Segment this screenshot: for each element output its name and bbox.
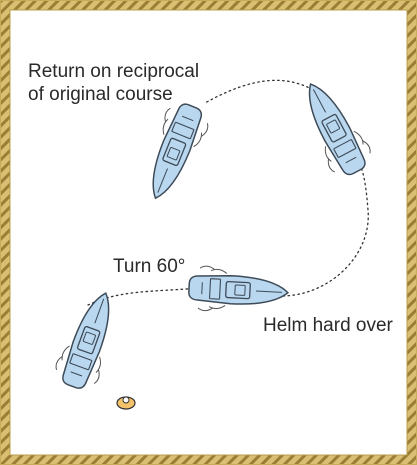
label-turn-60: Turn 60° <box>113 256 186 277</box>
label-helm-hard-over: Helm hard over <box>263 315 393 336</box>
label-return-reciprocal-line2: of original course <box>28 84 173 105</box>
label-return-reciprocal-line1: Return on reciprocal <box>28 61 200 82</box>
person-overboard-icon <box>116 396 136 410</box>
